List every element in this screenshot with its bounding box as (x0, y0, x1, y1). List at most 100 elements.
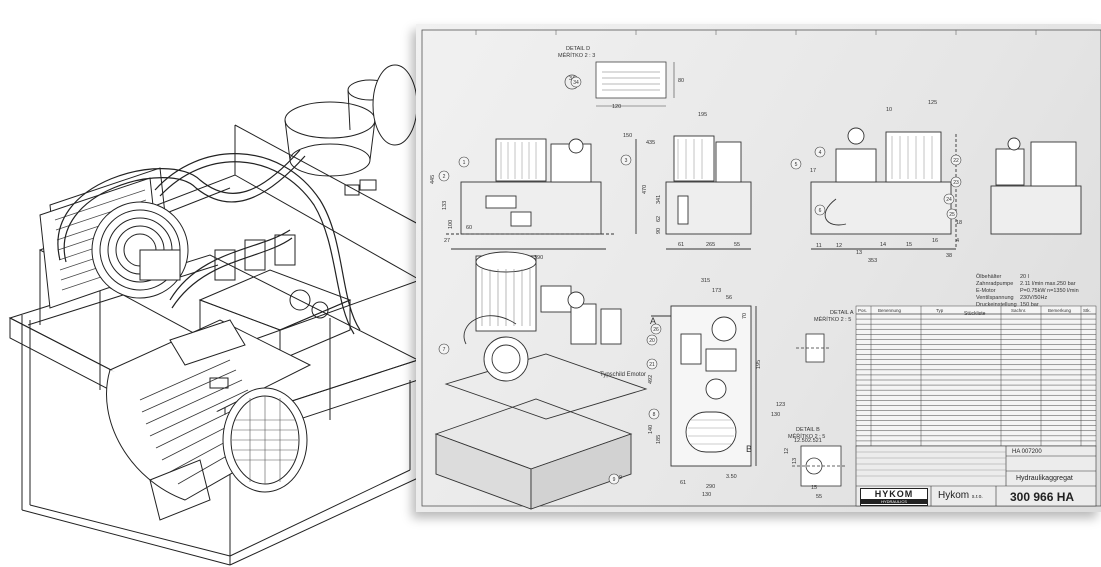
dimension-label: 445 (430, 175, 436, 184)
detail-d-scale: MĚŘÍTKO 2 : 3 (558, 51, 595, 59)
rear-view (810, 127, 957, 250)
dimension-label: 27 (444, 238, 450, 244)
callout-number: 23 (953, 180, 959, 186)
hykom-logo: HYKOM HYDRAULICS (860, 488, 928, 506)
callout-balloon (943, 193, 955, 205)
dimension-label: 125 (928, 100, 937, 106)
side-view (665, 135, 752, 250)
drawing-number-small: HA 007200 (1012, 449, 1042, 455)
front-view (446, 138, 637, 250)
callout-number: 3 (625, 158, 628, 164)
dimension-label: 17 (810, 168, 816, 174)
company-name: Hykom s.r.o. (938, 490, 983, 501)
dimension-label: 4 (956, 238, 959, 244)
callout-balloon (646, 358, 658, 370)
hoses (57, 149, 361, 335)
callout-balloon (814, 146, 826, 158)
drawing-sheet-lines: DETAIL D MĚŘÍTKO 2 : 3 DETAIL A MĚŘÍTKO … (421, 29, 1101, 510)
callout-balloon (620, 154, 632, 166)
detail-d-title: DETAIL D (566, 46, 590, 52)
parts-list-caption: Stückliste (964, 311, 986, 317)
sheet-isometric-view (434, 251, 648, 510)
detail-a-title: DETAIL A (830, 310, 854, 316)
dimension-label: 38 (946, 253, 952, 259)
dimension-label: 15 (906, 242, 912, 248)
spec-label: Druckeinstellung (976, 302, 1017, 308)
dimension-label: 61 (678, 242, 684, 248)
company-suffix: s.r.o. (971, 494, 983, 500)
spec-label: Ölbehälter (976, 273, 1002, 280)
callout-number: 9 (613, 477, 616, 483)
dimension-label: 16 (932, 238, 938, 244)
dimension-label: 120 (612, 104, 621, 110)
callout-balloon (458, 156, 470, 168)
callout-balloon (646, 334, 658, 346)
dimension-label: 90 (656, 228, 662, 234)
spec-value: P=0.75kW n=1350 l/min (1020, 288, 1079, 294)
dimension-label: 130 (771, 412, 780, 418)
table-header-cell: Benennung (878, 308, 902, 313)
dimension-label: 12 (784, 448, 790, 454)
dimension-label: 55 (734, 242, 740, 248)
dimension-label: 133 (442, 201, 448, 210)
callout-number: 21 (649, 362, 655, 368)
spec-label: Ventilspannung (976, 295, 1014, 301)
dimension-label: 18 (956, 220, 962, 226)
view-a-label: A (650, 316, 656, 326)
spec-label: Zahnradpumpe (976, 281, 1013, 287)
dimension-label: 341 (656, 195, 662, 204)
dimension-label: 130 (702, 492, 711, 498)
callout-number: 6 (819, 208, 822, 214)
table-header-cell: Sachnr. (1011, 308, 1026, 313)
callout-balloon (814, 204, 826, 216)
table-header-cell: Pos. (858, 308, 867, 313)
dimension-label: 185 (656, 435, 662, 444)
dimension-label: 62 (656, 216, 662, 222)
dimension-label: 390 (534, 255, 543, 261)
dimension-label: 492 (648, 375, 654, 384)
isometric-unit-drawing (8, 64, 422, 566)
callout-number: 8 (653, 412, 656, 418)
logo-subtext: HYDRAULICS (861, 499, 927, 504)
oil-cooler (39, 167, 189, 309)
designation: Hydraulikaggregat (1016, 475, 1073, 482)
dimension-label: 80 (678, 78, 684, 84)
callout-number: 25 (949, 212, 955, 218)
parts-list-table (855, 305, 1097, 447)
end-view (990, 137, 1082, 235)
dimension-label: 150 (623, 133, 632, 139)
dimension-label: 14 (880, 242, 886, 248)
sheet-labels: DETAIL D MĚŘÍTKO 2 : 3 DETAIL A MĚŘÍTKO … (558, 46, 854, 454)
detail-a-view (796, 333, 831, 363)
dimension-label: 15 (811, 485, 817, 491)
dimension-label: 123 (776, 402, 785, 408)
detail-b-scale: MĚŘÍTKO 2 : 5 (788, 432, 825, 440)
dimension-label: 60 (466, 225, 472, 231)
callout-balloon (650, 323, 662, 335)
dimension-label: 11 (816, 243, 822, 249)
callout-number: 20 (649, 338, 655, 344)
dimension-label: 315 (701, 278, 710, 284)
detail-b-title: DETAIL B (796, 427, 820, 433)
callout-balloon (608, 473, 620, 485)
dimension-label: 195 (698, 112, 707, 118)
dimension-label: 12 (836, 243, 842, 249)
dimension-label: 55 (816, 494, 822, 500)
dimension-label: 56 (726, 295, 732, 301)
logo-text: HYKOM (874, 489, 914, 499)
dimension-label: 353 (868, 258, 877, 264)
callout-balloon (950, 176, 962, 188)
electric-motor (106, 319, 312, 521)
callout-balloon (946, 208, 958, 220)
spec-value: 2.11 l/min max.250 bar (1020, 281, 1076, 287)
drawing-number: 300 966 HA (1010, 490, 1075, 504)
plan-view (651, 305, 757, 467)
callout-balloon (648, 408, 660, 420)
callout-balloon (438, 343, 450, 355)
dimension-label: 173 (712, 288, 721, 294)
dimension-label: 435 (646, 140, 655, 146)
dimension-label: 140 (648, 425, 654, 434)
dimension-label: 470 (642, 185, 648, 194)
